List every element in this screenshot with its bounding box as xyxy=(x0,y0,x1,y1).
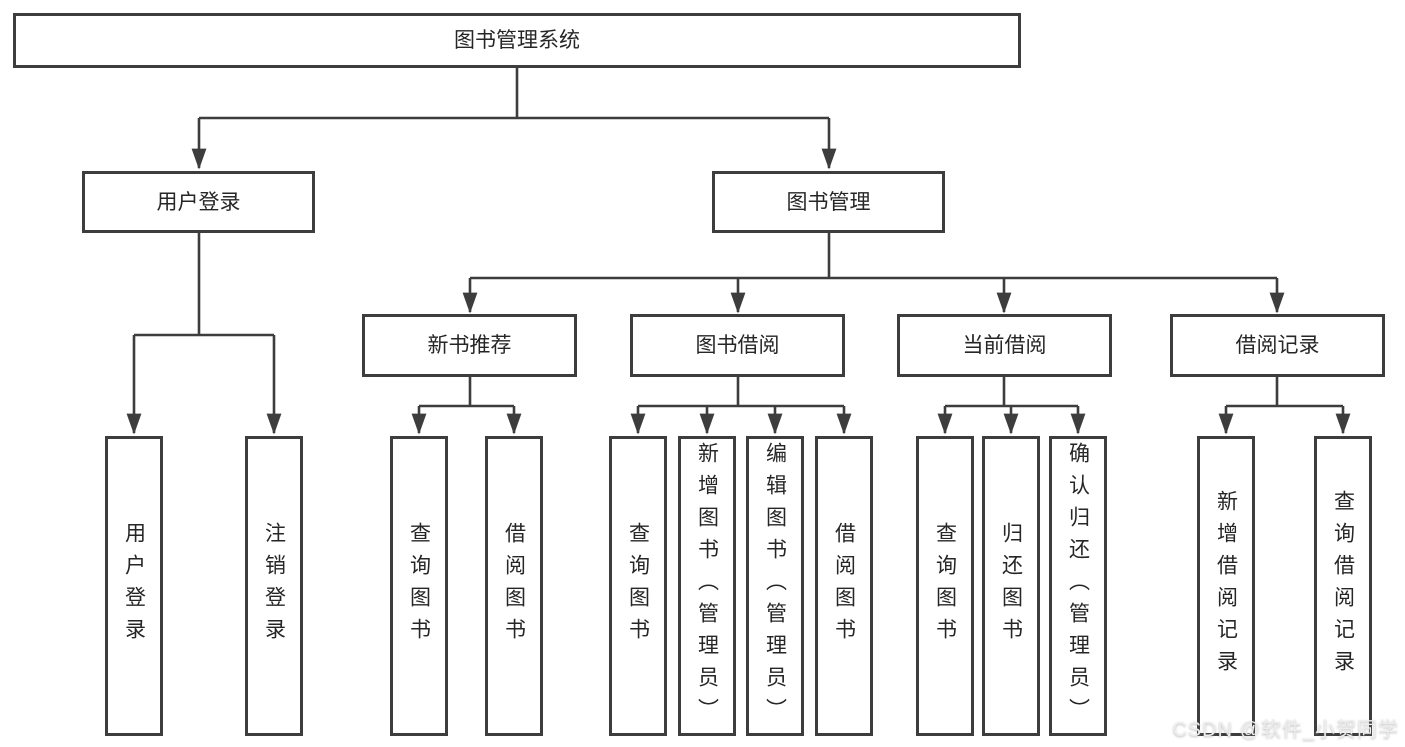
leaf-add-books-admin: 新增图书（管理员） xyxy=(678,436,736,736)
leaf-borrow-books-recommend: 借阅图书 xyxy=(485,436,543,736)
node-label: 图书管理 xyxy=(786,190,871,214)
leaf-label: 确认归还（管理员） xyxy=(1066,442,1090,730)
leaf-label: 借阅图书 xyxy=(502,522,526,650)
leaf-label: 编辑图书（管理员） xyxy=(763,442,787,730)
leaf-label: 查询图书 xyxy=(407,522,431,650)
leaf-label: 用户登录 xyxy=(122,522,146,650)
node-user-login: 用户登录 xyxy=(82,171,315,233)
node-current-borrowing: 当前借阅 xyxy=(897,314,1112,377)
leaf-confirm-return-admin: 确认归还（管理员） xyxy=(1049,436,1107,736)
node-label: 新书推荐 xyxy=(427,334,512,357)
leaf-logout: 注销登录 xyxy=(245,436,303,736)
node-label: 用户登录 xyxy=(156,190,241,214)
node-label: 图书管理系统 xyxy=(454,29,580,52)
leaf-add-borrow-record: 新增借阅记录 xyxy=(1197,436,1255,736)
node-label: 借阅记录 xyxy=(1235,334,1320,357)
leaf-borrow-books: 借阅图书 xyxy=(815,436,873,736)
leaf-query-borrow-record: 查询借阅记录 xyxy=(1314,436,1372,736)
node-library-management-system: 图书管理系统 xyxy=(13,13,1021,68)
leaf-user-login: 用户登录 xyxy=(105,436,163,736)
leaf-label: 新增借阅记录 xyxy=(1214,490,1238,682)
leaf-query-books-current: 查询图书 xyxy=(916,436,974,736)
leaf-label: 归还图书 xyxy=(999,522,1023,650)
leaf-label: 借阅图书 xyxy=(832,522,856,650)
leaf-query-books-recommend: 查询图书 xyxy=(390,436,448,736)
leaf-label: 注销登录 xyxy=(262,522,286,650)
node-label: 当前借阅 xyxy=(962,334,1047,357)
leaf-label: 查询借阅记录 xyxy=(1331,490,1355,682)
leaf-edit-books-admin: 编辑图书（管理员） xyxy=(746,436,804,736)
node-label: 图书借阅 xyxy=(695,334,780,357)
leaf-label: 查询图书 xyxy=(626,522,650,650)
node-book-management: 图书管理 xyxy=(712,171,945,233)
leaf-query-books-borrow: 查询图书 xyxy=(609,436,667,736)
node-new-book-recommendation: 新书推荐 xyxy=(362,314,577,377)
node-borrowing-records: 借阅记录 xyxy=(1170,314,1385,377)
leaf-label: 查询图书 xyxy=(933,522,957,650)
leaf-return-books: 归还图书 xyxy=(982,436,1040,736)
node-book-borrowing: 图书借阅 xyxy=(630,314,845,377)
leaf-label: 新增图书（管理员） xyxy=(695,442,719,730)
